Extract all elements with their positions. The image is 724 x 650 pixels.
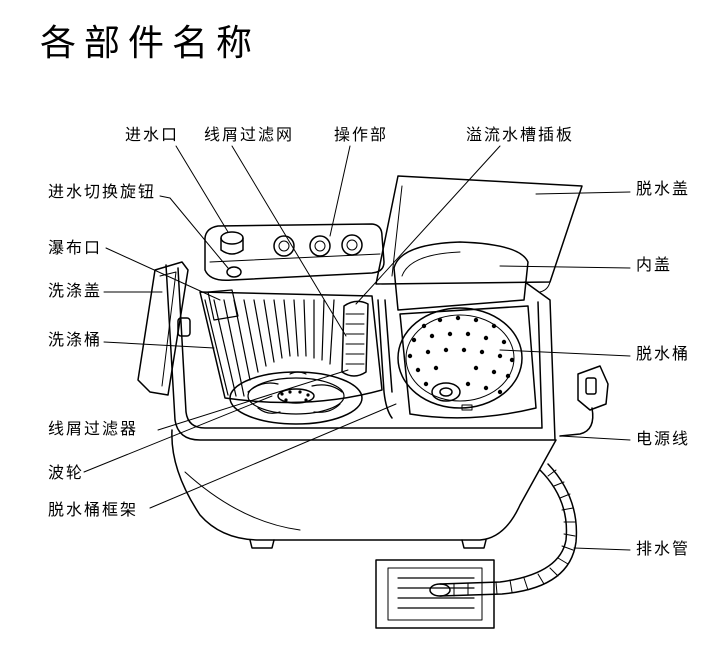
label-lint-filter: 线屑过滤器 bbox=[48, 419, 139, 438]
wash-lid bbox=[137, 261, 191, 396]
label-overflow-plate: 溢流水槽插板 bbox=[466, 125, 575, 144]
wash-tub bbox=[199, 289, 383, 404]
cabinet bbox=[165, 264, 557, 549]
label-water-inlet: 进水口 bbox=[125, 125, 180, 144]
label-wash-lid: 洗涤盖 bbox=[48, 281, 103, 300]
drain-hose bbox=[375, 463, 578, 629]
label-drain-hose: 排水管 bbox=[636, 539, 691, 558]
label-inner-lid: 内盖 bbox=[636, 255, 673, 274]
label-waterfall-outlet: 瀑布口 bbox=[48, 238, 103, 257]
spin-tub bbox=[397, 305, 537, 419]
label-spin-tub: 脱水桶 bbox=[636, 344, 691, 363]
lint-filter bbox=[341, 300, 369, 377]
label-pulsator: 波轮 bbox=[48, 463, 85, 482]
label-spin-lid: 脱水盖 bbox=[636, 179, 691, 198]
label-control-panel: 操作部 bbox=[334, 125, 389, 144]
label-inlet-switch-knob: 进水切换旋钮 bbox=[48, 182, 157, 201]
spin-lid bbox=[375, 175, 583, 293]
page-title: 各部件名称 bbox=[40, 23, 261, 64]
inner-lid bbox=[393, 241, 529, 311]
label-spin-tub-frame: 脱水桶框架 bbox=[48, 500, 139, 519]
label-lint-filter-net: 线屑过滤网 bbox=[204, 125, 295, 144]
label-power-cord: 电源线 bbox=[636, 429, 691, 448]
control-panel bbox=[204, 223, 385, 282]
leader-lines bbox=[83, 145, 631, 551]
spin-tub-frame bbox=[377, 299, 393, 419]
label-wash-tub: 洗涤桶 bbox=[48, 330, 103, 349]
power-cord bbox=[559, 365, 609, 437]
pulsator bbox=[229, 371, 363, 425]
